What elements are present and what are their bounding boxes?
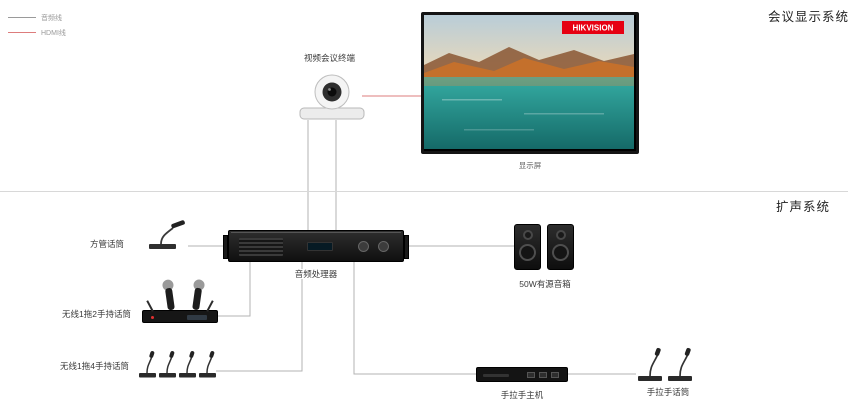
square-mic-capsule	[171, 220, 185, 229]
square-mic-base	[149, 244, 176, 249]
mic-capsule	[654, 347, 661, 356]
hikvision-logo-box	[562, 21, 624, 34]
processor-rack-ear-right	[404, 235, 409, 259]
mic-neck	[206, 355, 213, 374]
square-mic-label: 方管话筒	[88, 239, 127, 249]
audio-processor-device	[223, 230, 409, 262]
speaker-right	[547, 224, 574, 270]
mic-neck	[166, 355, 173, 374]
square-mic-gooseneck	[160, 227, 174, 245]
chain-host-label: 手拉手主机	[498, 390, 546, 400]
edge-wireless1x2-processor	[218, 262, 251, 317]
processor-knob	[358, 241, 369, 252]
host-stripe	[483, 374, 509, 377]
section-divider	[0, 191, 848, 192]
processor-highlight	[231, 232, 401, 233]
processor-vent	[239, 238, 283, 256]
water-streak	[442, 99, 502, 101]
wireless-1x4-mics	[138, 348, 218, 378]
mic-capsule	[169, 351, 175, 358]
chain-host-device	[476, 367, 568, 382]
mic-base	[179, 373, 196, 378]
processor-display	[307, 242, 333, 251]
camera-lens-highlight	[328, 88, 331, 91]
receiver-display-window	[187, 315, 207, 320]
processor-knob	[378, 241, 389, 252]
hikvision-logo-text: HIKVISION	[573, 24, 614, 33]
tv-label: 显示屏	[516, 161, 544, 170]
processor-rack-ear-left	[223, 235, 228, 259]
audio-line-swatch	[8, 17, 36, 18]
handheld-mic	[162, 279, 175, 311]
section-title-sound-system: 扩声系统	[776, 200, 831, 214]
legend-item-hdmi: HDMI线	[8, 25, 66, 40]
wireless-receiver-device	[142, 300, 218, 323]
hdmi-line-swatch	[8, 32, 36, 33]
gooseneck-mic	[199, 351, 216, 378]
legend: 音频线 HDMI线	[8, 10, 66, 40]
mic-capsule	[209, 351, 215, 358]
camera-device	[299, 74, 365, 120]
woofer	[519, 244, 536, 261]
mic-base	[159, 373, 176, 378]
mic-head	[162, 279, 174, 291]
mic-body	[192, 287, 202, 310]
processor-label: 音频处理器	[292, 269, 340, 279]
water-streak	[524, 113, 604, 115]
edge-wireless1x4-processor	[216, 262, 303, 372]
camera-base	[299, 107, 365, 120]
receiver-power-led	[151, 316, 154, 319]
gooseneck-mic	[638, 347, 662, 381]
camera-label: 视频会议终端	[302, 53, 358, 63]
mic-neck	[146, 355, 153, 374]
mic-capsule	[684, 347, 691, 356]
chain-mics-label: 手拉手话筒	[644, 387, 692, 397]
mic-base	[668, 376, 692, 381]
legend-label-hdmi: HDMI线	[41, 29, 66, 37]
mic-neck	[649, 353, 659, 377]
section-title-display-system: 会议显示系统	[768, 10, 848, 24]
wireless-1x2-mics	[162, 279, 205, 311]
edge-processor-chainhost	[353, 262, 476, 375]
tweeter	[522, 230, 533, 240]
host-port	[551, 372, 559, 378]
water-region	[424, 77, 634, 149]
legend-label-audio: 音频线	[41, 14, 62, 22]
gooseneck-mic	[159, 351, 176, 378]
woofer	[552, 244, 569, 261]
mic-body	[165, 288, 175, 311]
tv-display: HIKVISION	[421, 12, 639, 154]
mic-base	[139, 373, 156, 378]
chain-mics-device	[636, 344, 696, 382]
mic-neck	[679, 353, 689, 377]
near-mountains	[424, 58, 634, 81]
mic-base	[638, 376, 662, 381]
mountain-reflection	[424, 77, 634, 86]
water-streak	[464, 129, 534, 131]
mic-capsule	[189, 351, 195, 358]
gooseneck-mic	[668, 347, 692, 381]
tv-screen-image: HIKVISION	[424, 15, 634, 149]
gooseneck-mic	[139, 351, 156, 378]
speaker-left	[514, 224, 541, 270]
mic-capsule	[149, 351, 155, 358]
tweeter	[555, 230, 566, 240]
wireless-1x4-label: 无线1拖4手持话筒	[58, 361, 131, 371]
gooseneck-mic	[179, 351, 196, 378]
host-port	[539, 372, 547, 378]
handheld-mic	[192, 279, 205, 310]
host-port	[527, 372, 535, 378]
legend-item-audio: 音频线	[8, 10, 66, 25]
speakers-device	[514, 224, 574, 270]
mic-base	[199, 373, 216, 378]
mic-neck	[186, 355, 193, 374]
wireless-1x2-label: 无线1拖2手持话筒	[60, 309, 133, 319]
mic-head	[193, 279, 205, 291]
speakers-label: 50W有源音箱	[517, 279, 573, 289]
square-mic-device	[149, 220, 185, 249]
